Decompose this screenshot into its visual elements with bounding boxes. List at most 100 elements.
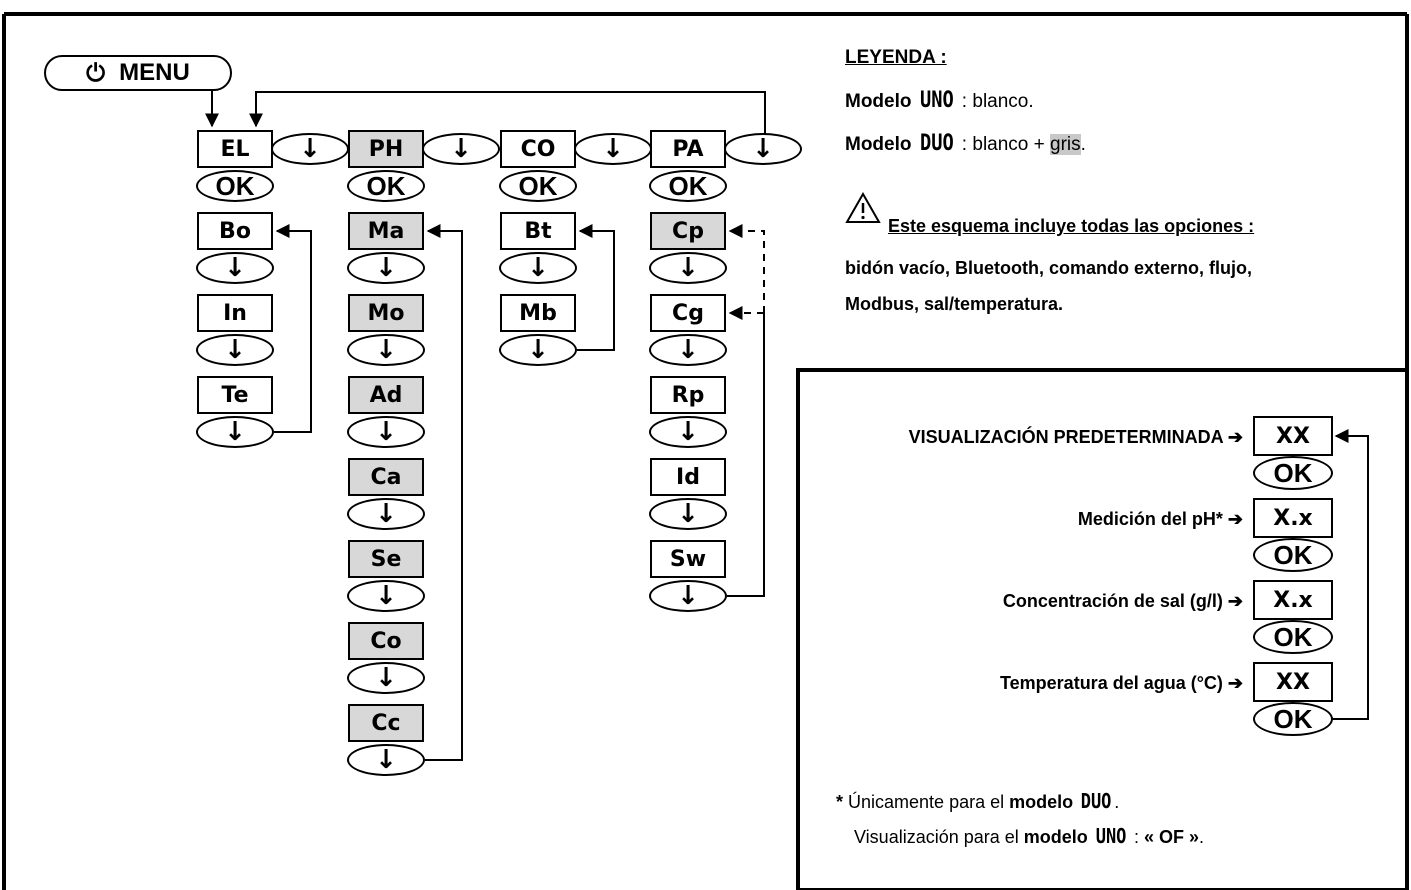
display-value-default: XX [1253,416,1333,456]
display-label-default: VISUALIZACIÓN PREDETERMINADA ➔ [908,427,1243,447]
connector-line [727,313,765,597]
ok-button[interactable]: OK [1253,702,1333,736]
ok-button[interactable]: OK [1253,620,1333,654]
next-menu-button[interactable]: ↓ [574,133,652,165]
power-icon: ⏻ [86,59,106,87]
footnote-line-2: Visualización para el modelo UNO : « OF … [854,824,1204,848]
down-button[interactable]: ↓ [347,334,425,366]
ok-button[interactable]: OK [1253,538,1333,572]
display-value-temp: XX [1253,662,1333,702]
footnote-1a: Únicamente para el [843,792,1010,812]
ok-button[interactable]: OK [649,170,727,202]
menu-item-mb[interactable]: Mb [500,294,576,332]
down-button[interactable]: ↓ [649,334,727,366]
down-button[interactable]: ↓ [347,744,425,776]
menu-item-bo[interactable]: Bo [197,212,273,250]
down-arrow-icon: ↓ [375,663,397,693]
legend-uno: Modelo UNO : blanco. [845,88,1034,113]
menu-item-ma[interactable]: Ma [348,212,424,250]
menu-item-ca[interactable]: Ca [348,458,424,496]
menu-header-pa[interactable]: PA [650,130,726,168]
connector-line [249,91,766,148]
footnote-1d: . [1114,792,1120,812]
menu-item-cp[interactable]: Cp [650,212,726,250]
legend-duo-desc: blanco + [972,134,1051,155]
menu-item-cg[interactable]: Cg [650,294,726,332]
legend-duo-sep: : [956,134,973,155]
menu-item-co[interactable]: Co [348,622,424,660]
menu-item-sw[interactable]: Sw [650,540,726,578]
legend-uno-sep: : [956,91,973,112]
menu-item-se[interactable]: Se [348,540,424,578]
down-button[interactable]: ↓ [649,498,727,530]
down-button[interactable]: ↓ [649,416,727,448]
down-arrow-icon: ↓ [375,581,397,611]
down-button[interactable]: ↓ [347,498,425,530]
down-arrow-icon: ↓ [224,335,246,365]
options-line-2: Modbus, sal/temperatura. [845,294,1064,314]
footnote-2c: UNO [1095,824,1127,848]
ok-button[interactable]: OK [196,170,274,202]
down-button[interactable]: ↓ [649,252,727,284]
display-label-temp: Temperatura del agua (°C) ➔ [1000,673,1243,693]
down-button[interactable]: ↓ [347,416,425,448]
down-arrow-icon: ↓ [527,253,549,283]
down-button[interactable]: ↓ [196,252,274,284]
menu-item-ad[interactable]: Ad [348,376,424,414]
down-button[interactable]: ↓ [347,580,425,612]
down-arrow-icon: ↓ [375,745,397,775]
warning-triangle-icon [845,192,881,223]
menu-label: MENU [119,59,190,86]
down-arrow-icon: ↓ [677,417,699,447]
footnote-2e: « OF » [1143,827,1199,847]
outer-frame [2,12,1409,890]
menu-header-ph[interactable]: PH [348,130,424,168]
down-arrow-icon: ↓ [375,499,397,529]
footnote-1b: modelo [1009,792,1074,812]
display-value-salt: X.x [1253,580,1333,620]
down-button[interactable]: ↓ [649,580,727,612]
footnote-2a: Visualización para el [854,827,1024,847]
display-label-ph: Medición del pH* ➔ [1077,509,1243,529]
connector-line [728,224,765,313]
footnote-1c: DUO [1080,789,1112,813]
next-menu-button[interactable]: ↓ [271,133,349,165]
menu-item-mo[interactable]: Mo [348,294,424,332]
menu-item-te[interactable]: Te [197,376,273,414]
next-menu-button[interactable]: ↓ [724,133,802,165]
next-menu-button[interactable]: ↓ [422,133,500,165]
down-arrow-icon: ↓ [677,581,699,611]
down-button[interactable]: ↓ [347,662,425,694]
legend-duo-prefix: Modelo [845,134,917,155]
down-button[interactable]: ↓ [347,252,425,284]
down-button[interactable]: ↓ [196,334,274,366]
legend-uno-desc: blanco. [972,91,1034,112]
legend-duo: Modelo DUO : blanco + gris. [845,131,1086,156]
connector-line [274,224,312,433]
legend-title: LEYENDA : [845,47,947,68]
menu-item-rp[interactable]: Rp [650,376,726,414]
connector-line [425,224,463,761]
down-arrow-icon: ↓ [677,499,699,529]
footnote-star: * [836,792,844,812]
menu-header-co[interactable]: CO [500,130,576,168]
down-arrow-icon: ↓ [375,335,397,365]
down-button[interactable]: ↓ [196,416,274,448]
down-button[interactable]: ↓ [499,334,577,366]
legend-uno-model: UNO [919,88,954,113]
menu-item-bt[interactable]: Bt [500,212,576,250]
display-panel-frame [796,368,1409,890]
down-arrow-icon: ↓ [677,253,699,283]
ok-button[interactable]: OK [347,170,425,202]
down-arrow-icon: ↓ [602,134,624,164]
display-label-salt: Concentración de sal (g/l) ➔ [1002,591,1243,611]
menu-item-in[interactable]: In [197,294,273,332]
menu-header-el[interactable]: EL [197,130,273,168]
menu-item-cc[interactable]: Cc [348,704,424,742]
down-button[interactable]: ↓ [499,252,577,284]
down-arrow-icon: ↓ [752,134,774,164]
ok-button[interactable]: OK [1253,456,1333,490]
menu-item-id[interactable]: Id [650,458,726,496]
ok-button[interactable]: OK [499,170,577,202]
menu-button[interactable]: ⏻ MENU [44,55,232,91]
